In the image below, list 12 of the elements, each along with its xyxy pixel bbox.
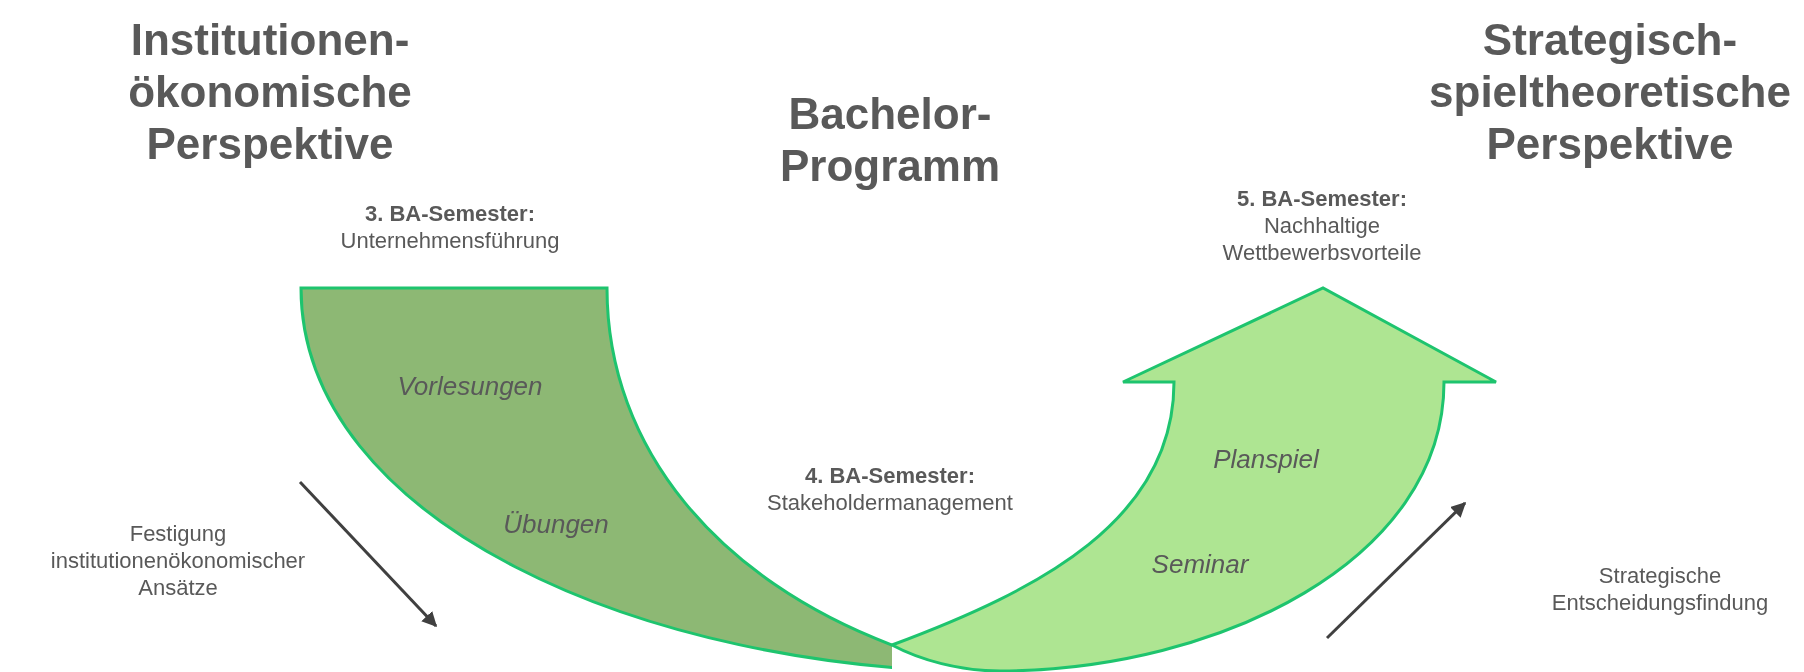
direction-note: Festigung institutionenökonomischer Ansätze	[49, 520, 307, 601]
shape-text: Planspiel	[1213, 444, 1319, 475]
program-heading: Bachelor- Programm	[778, 88, 1002, 192]
perspective-heading: Institutionen- ökonomische Perspektive	[127, 14, 413, 170]
shape-text: Vorlesungen	[397, 371, 543, 402]
semester-caption: 3. BA-Semester: Unternehmensführung	[339, 200, 561, 254]
semester-caption: 4. BA-Semester: Stakeholdermanagement	[766, 462, 1014, 516]
shape-text: Übungen	[503, 509, 609, 540]
perspective-heading: Strategisch- spieltheoretische Perspektive	[1428, 14, 1792, 170]
shape-text: Seminar	[1151, 549, 1249, 580]
semester-caption: 5. BA-Semester: Nachhaltige Wettbewerbsvorteile	[1221, 185, 1423, 266]
direction-note: Strategische Entscheidungsfindung	[1550, 562, 1770, 616]
